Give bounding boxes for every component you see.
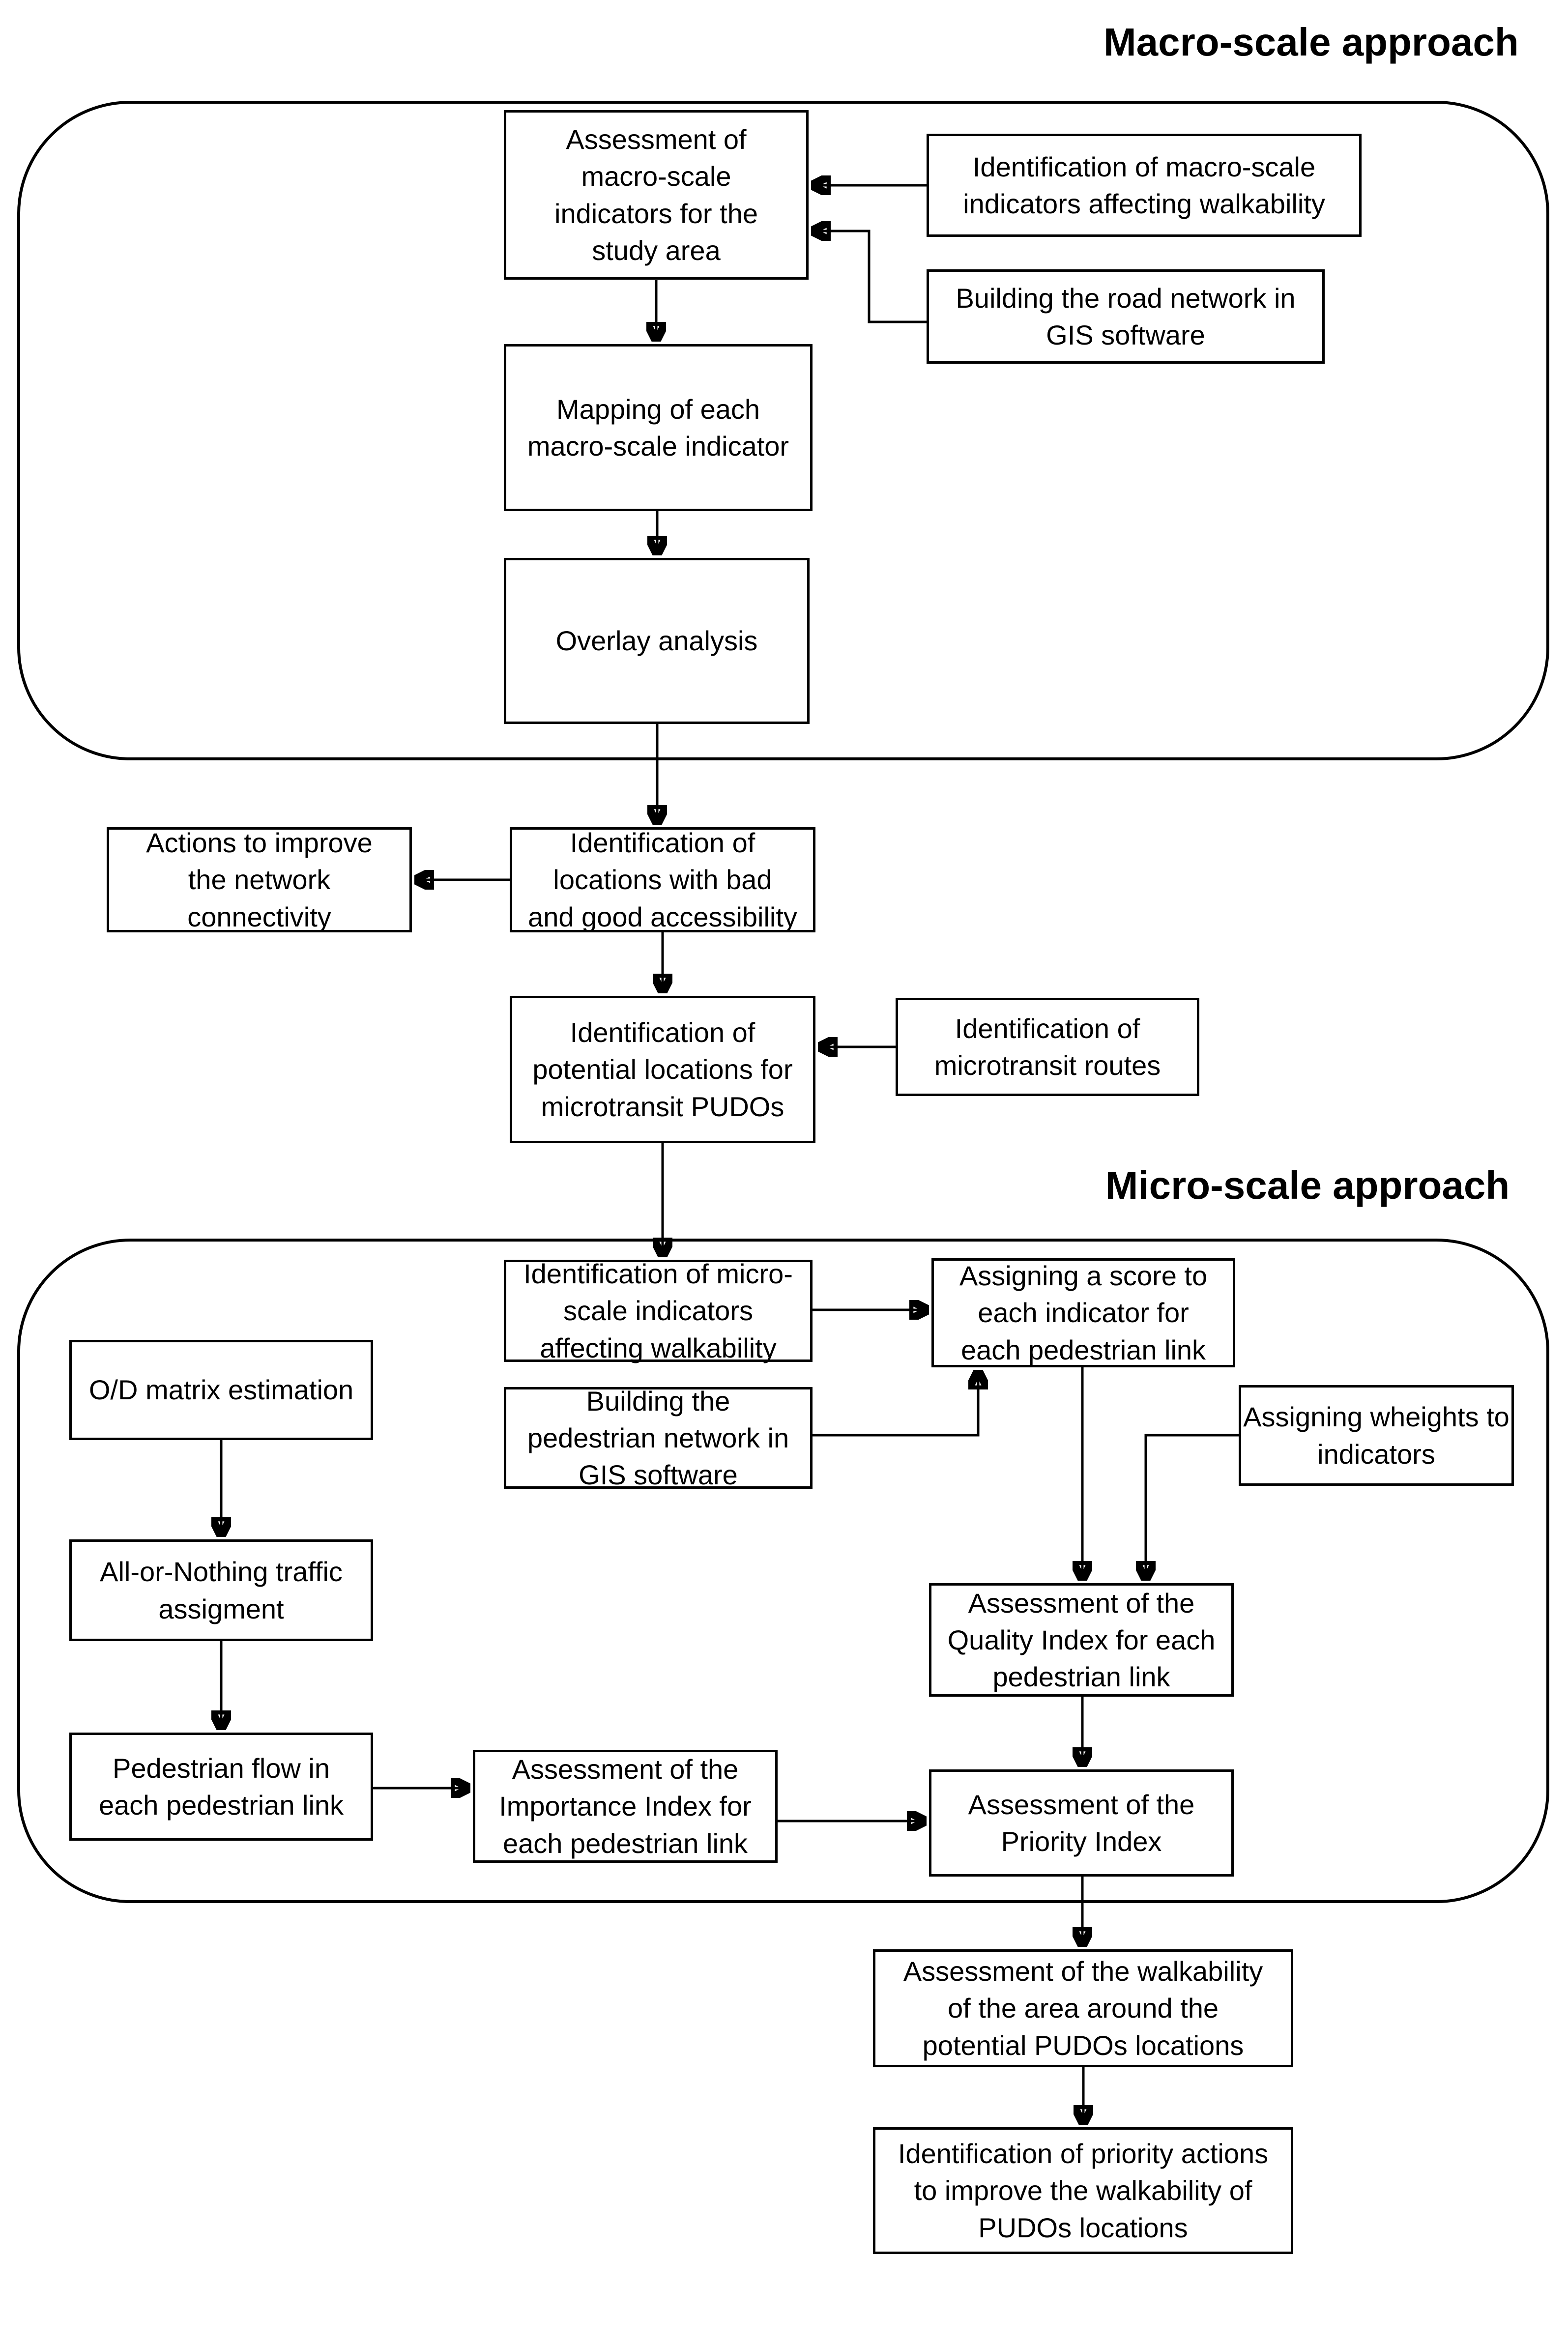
node-od-matrix-estimation: O/D matrix estimation bbox=[69, 1340, 373, 1440]
node-assigning-weights: Assigning wheights to indicators bbox=[1239, 1385, 1514, 1486]
macro-scale-label: Macro-scale approach bbox=[1103, 20, 1519, 64]
node-actions-network-connectivity: Actions to improve the network connectiv… bbox=[107, 827, 412, 932]
node-building-road-network: Building the road network in GIS softwar… bbox=[927, 269, 1325, 364]
node-identification-priority-actions: Identification of priority actions to im… bbox=[873, 2127, 1293, 2254]
node-identification-macro-indicators: Identification of macro-scale indicators… bbox=[927, 134, 1362, 237]
node-assessment-importance-index: Assessment of the Importance Index for e… bbox=[473, 1750, 778, 1863]
node-identification-micro-indicators: Identification of micro- scale indicator… bbox=[504, 1258, 813, 1363]
micro-scale-label: Micro-scale approach bbox=[1105, 1163, 1510, 1207]
micro-scale-container bbox=[17, 1239, 1549, 1903]
connector-weights-to-quality bbox=[1146, 1434, 1239, 1581]
node-mapping-macro-indicator: Mapping of each macro-scale indicator bbox=[504, 344, 813, 511]
node-assessment-quality-index: Assessment of the Quality Index for each… bbox=[929, 1583, 1234, 1697]
node-pedestrian-flow: Pedestrian flow in each pedestrian link bbox=[69, 1733, 373, 1841]
node-identification-potential-pudos: Identification of potential locations fo… bbox=[510, 996, 815, 1143]
node-identification-microtransit-routes: Identification of microtransit routes bbox=[896, 998, 1199, 1096]
node-all-or-nothing-assignment: All-or-Nothing traffic assigment bbox=[69, 1539, 373, 1641]
node-identification-locations-accessibility: Identification of locations with bad and… bbox=[510, 827, 815, 932]
node-building-pedestrian-network: Building the pedestrian network in GIS s… bbox=[504, 1386, 813, 1490]
node-assigning-score: Assigning a score to each indicator for … bbox=[931, 1258, 1235, 1367]
node-assessment-macro-indicators: Assessment of macro-scale indicators for… bbox=[504, 110, 809, 280]
macro-scale-container bbox=[17, 101, 1549, 760]
node-overlay-analysis: Overlay analysis bbox=[504, 558, 810, 724]
node-assessment-priority-index: Assessment of the Priority Index bbox=[929, 1769, 1234, 1877]
connector-build-road-to-assess bbox=[811, 231, 927, 323]
node-assessment-walkability-pudos: Assessment of the walkability of the are… bbox=[873, 1949, 1293, 2067]
connector-build-ped-to-score bbox=[813, 1370, 978, 1437]
